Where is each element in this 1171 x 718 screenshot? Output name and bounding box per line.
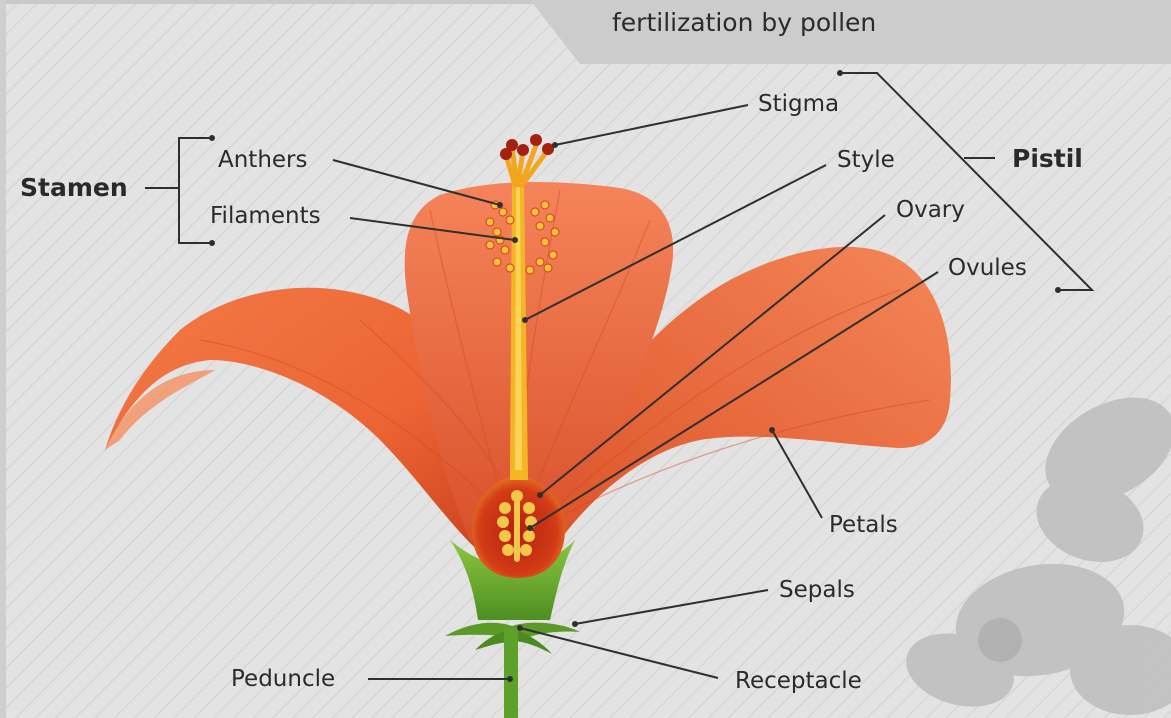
petals-label: Petals: [829, 514, 898, 537]
stamen-label: Stamen: [20, 175, 128, 200]
receptacle-label: Receptacle: [735, 670, 862, 693]
ovules-label: Ovules: [948, 257, 1027, 280]
filaments-label: Filaments: [210, 205, 321, 228]
stigma-label: Stigma: [758, 93, 839, 116]
peduncle-label: Peduncle: [231, 668, 335, 691]
ovary-label: Ovary: [896, 199, 965, 222]
pistil-label: Pistil: [1012, 146, 1083, 171]
style-label: Style: [837, 149, 895, 172]
peduncle-stem: [504, 628, 518, 718]
anthers-label: Anthers: [218, 149, 308, 172]
frame-left: [0, 0, 6, 718]
banner-title: fertilization by pollen: [612, 8, 876, 37]
sepals-label: Sepals: [779, 579, 855, 602]
